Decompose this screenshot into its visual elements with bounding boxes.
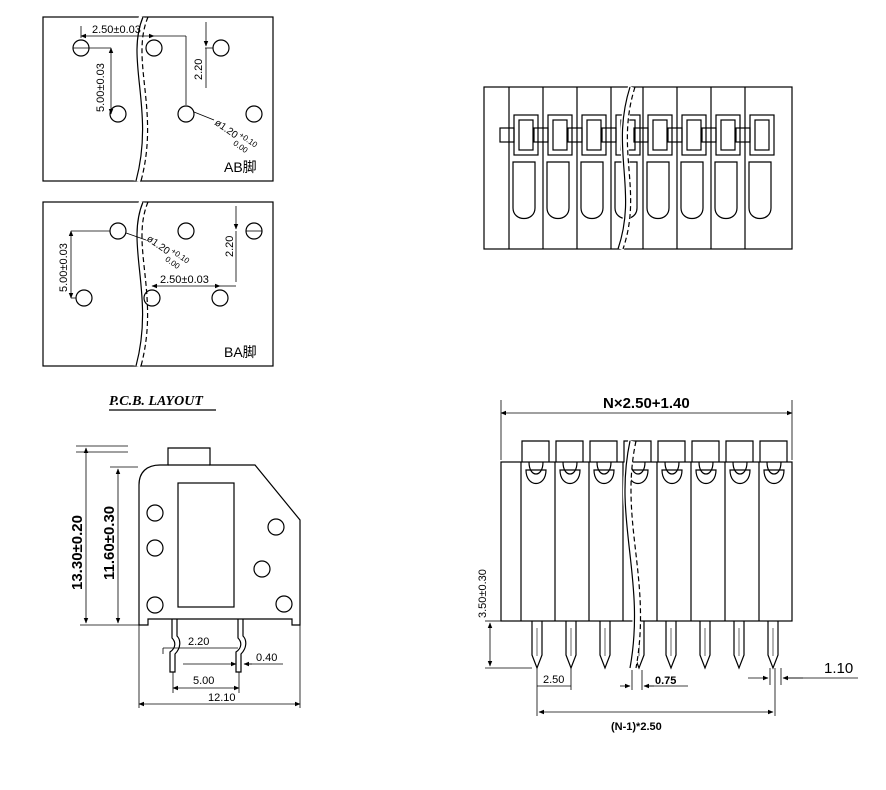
hole [211, 289, 229, 307]
hole [146, 504, 164, 522]
front-view [485, 400, 858, 716]
height-total-label: 13.30±0.20 [69, 515, 86, 590]
top-view [483, 85, 793, 251]
hole [109, 222, 127, 240]
hole [212, 39, 230, 57]
ba-row-spacing-label: 5.00±0.03 [58, 243, 70, 292]
ab-row-spacing-label: 5.00±0.03 [95, 63, 107, 112]
front-tops [521, 440, 788, 485]
pin-offset-label: 2.20 [188, 636, 209, 648]
right-pitch-label: 1.10 [824, 660, 853, 677]
ab-label: AB脚 [224, 159, 257, 175]
front-pitch-label: 2.50 [543, 674, 564, 686]
pin-thickness-label: 0.75 [655, 675, 676, 687]
hole [146, 596, 164, 614]
hole [245, 105, 263, 123]
hole [143, 289, 161, 307]
base-width-label: 12.10 [208, 692, 236, 704]
pin-width-label: 0.40 [256, 652, 277, 664]
hole [75, 289, 93, 307]
ab-pitch-label: 2.50±0.03 [92, 24, 141, 36]
ba-hole-dia-label: ø1.20 [144, 233, 172, 257]
pcb-layout-title: P.C.B. LAYOUT [109, 394, 204, 409]
ab-hole-dia-label: ø1.20 [212, 117, 240, 141]
ba-pitch-label: 2.50±0.03 [160, 274, 209, 286]
hole [177, 222, 195, 240]
height-body-label: 11.60±0.30 [101, 506, 118, 580]
top-pins [499, 114, 775, 220]
pcb-layout-ba [42, 200, 274, 368]
ab-offset-label: 2.20 [193, 59, 205, 80]
hole [177, 105, 195, 123]
ba-label: BA脚 [224, 344, 257, 360]
hole [146, 539, 164, 557]
pin-spacing-label: 5.00 [193, 675, 214, 687]
pin-length-label: 3.50±0.30 [477, 569, 489, 618]
ba-offset-label: 2.20 [224, 236, 236, 257]
hole [275, 595, 293, 613]
hole [109, 105, 127, 123]
front-pins [531, 620, 779, 670]
pcb-layout-ab [42, 15, 274, 183]
hole [253, 560, 271, 578]
hole [267, 518, 285, 536]
overall-width-label: N×2.50+1.40 [603, 395, 690, 412]
side-view [76, 445, 301, 708]
hole [145, 39, 163, 57]
pin-span-label: (N-1)*2.50 [611, 721, 662, 733]
